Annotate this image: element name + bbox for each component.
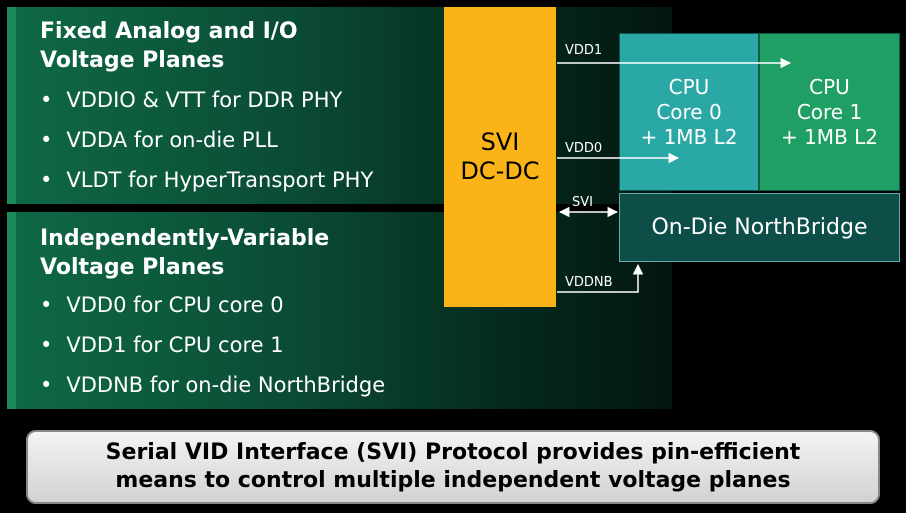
- core0-line3: + 1MB L2: [640, 124, 738, 149]
- variable-heading-line1: Independently-Variable: [40, 226, 330, 251]
- fixed-heading-line1: Fixed Analog and I/O: [40, 19, 298, 44]
- vdd1-label: VDD1: [565, 43, 603, 58]
- list-item: VDD1 for CPU core 1: [40, 325, 385, 365]
- variable-voltage-panel: Independently-Variable Voltage Planes VD…: [7, 212, 672, 409]
- vdd0-label: VDD0: [565, 141, 603, 156]
- svi-label: SVI: [572, 195, 593, 210]
- svi-box-line2: DC-DC: [460, 157, 540, 185]
- northbridge-block: On-Die NorthBridge: [619, 193, 900, 262]
- svi-dc-dc-box: SVI DC-DC: [444, 7, 556, 307]
- list-item: VDDNB for on-die NorthBridge: [40, 365, 385, 405]
- core1-line3: + 1MB L2: [780, 124, 879, 149]
- list-item: VDD0 for CPU core 0: [40, 285, 385, 325]
- variable-heading-line2: Voltage Planes: [40, 255, 225, 280]
- vddnb-label: VDDNB: [565, 275, 613, 290]
- fixed-heading: Fixed Analog and I/O Voltage Planes: [40, 17, 298, 75]
- core0-line2: Core 0: [656, 99, 722, 124]
- fixed-bullet-list: VDDIO & VTT for DDR PHY VDDA for on-die …: [40, 80, 373, 200]
- fixed-heading-line2: Voltage Planes: [40, 48, 225, 73]
- core1-line2: Core 1: [796, 99, 863, 124]
- northbridge-label: On-Die NorthBridge: [651, 215, 868, 240]
- variable-heading: Independently-Variable Voltage Planes: [40, 224, 329, 282]
- banner-line1: Serial VID Interface (SVI) Protocol prov…: [105, 440, 801, 465]
- list-item: VDDIO & VTT for DDR PHY: [40, 80, 373, 120]
- svi-box-line1: SVI: [480, 128, 520, 156]
- list-item: VLDT for HyperTransport PHY: [40, 160, 373, 200]
- core1-line1: CPU: [809, 74, 850, 99]
- variable-bullet-list: VDD0 for CPU core 0 VDD1 for CPU core 1 …: [40, 285, 385, 405]
- list-item: VDDA for on-die PLL: [40, 120, 373, 160]
- cpu-core-0-block: CPU Core 0 + 1MB L2: [619, 33, 759, 191]
- fixed-voltage-panel: Fixed Analog and I/O Voltage Planes VDDI…: [7, 7, 672, 204]
- vddnb-wire: [557, 263, 644, 293]
- svi-summary-banner: Serial VID Interface (SVI) Protocol prov…: [26, 430, 880, 504]
- core0-line1: CPU: [668, 74, 710, 99]
- banner-line2: means to control multiple independent vo…: [115, 468, 791, 493]
